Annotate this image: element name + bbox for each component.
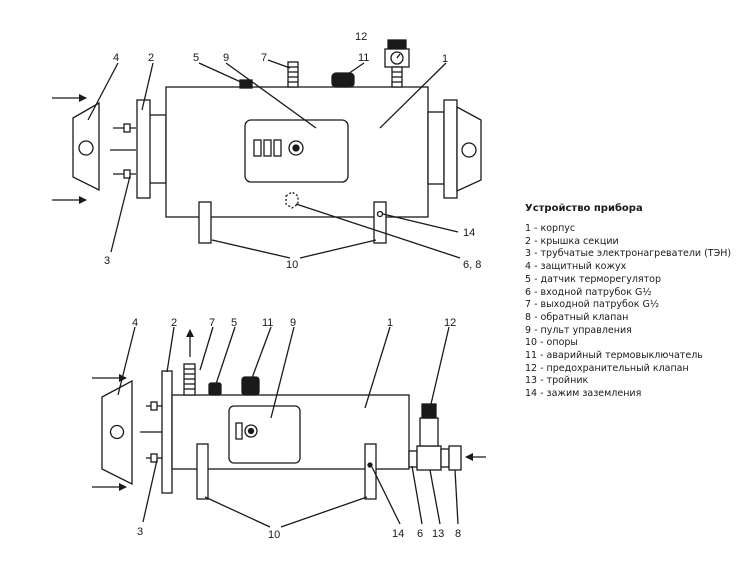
- emergency-thermoswitch: [331, 72, 355, 88]
- legend-item: 10 - опоры: [525, 337, 578, 349]
- inlet-pipe-2: [408, 450, 418, 468]
- check-valve: [440, 445, 462, 471]
- bottom-view: [92, 326, 486, 528]
- bottom-label-8: 8: [455, 528, 461, 540]
- bottom-label-3: 3: [137, 526, 143, 538]
- tee-fitting: [416, 403, 442, 471]
- section-cover-2: [161, 370, 173, 494]
- support-left-2: [196, 443, 209, 500]
- support-right: [373, 201, 387, 244]
- legend-item: 6 - входной патрубок G½: [525, 286, 652, 298]
- legend-item: 13 - тройник: [525, 375, 589, 387]
- legend-item: 14 - зажим заземления: [525, 388, 642, 400]
- top-label-1: 1: [442, 53, 448, 65]
- safety-valve: [384, 39, 410, 88]
- bottom-label-1: 1: [387, 317, 393, 329]
- top-label-6-8: 6, 8: [463, 259, 481, 271]
- legend-item: 3 - трубчатые электронагреватели (ТЭН): [525, 248, 732, 260]
- bottom-label-9: 9: [290, 317, 296, 329]
- bottom-label-10: 10: [268, 529, 280, 541]
- outlet-pipe: [287, 61, 299, 88]
- bottom-label-5: 5: [231, 317, 237, 329]
- bottom-label-11: 11: [262, 317, 273, 329]
- bottom-label-6: 6: [417, 528, 423, 540]
- legend-item: 11 - аварийный термовыключатель: [525, 350, 703, 362]
- legend-item: 12 - предохранительный клапан: [525, 362, 689, 374]
- top-label-11: 11: [358, 52, 369, 64]
- protective-cover-2: [101, 379, 133, 486]
- top-view: [52, 39, 482, 259]
- bottom-label-14: 14: [392, 528, 404, 540]
- top-view-numbers: 1 2 3 4 5 7 9 10 11 12 14 6, 8: [104, 31, 481, 271]
- legend-item: 4 - защитный кожух: [525, 261, 627, 273]
- inlet-hex-fitting: [285, 191, 299, 209]
- section-cover: [136, 99, 151, 199]
- legend-title: Устройство прибора: [525, 203, 643, 214]
- top-label-10: 10: [286, 259, 298, 271]
- ground-clamp-2: [367, 462, 373, 468]
- bottom-label-12: 12: [444, 317, 456, 329]
- legend-item: 2 - крышка секции: [525, 235, 619, 247]
- legend-list: 1 - корпус 2 - крышка секции 3 - трубчат…: [525, 223, 750, 401]
- bottom-label-2: 2: [171, 317, 177, 329]
- legend-item: 5 - датчик терморегулятор: [525, 273, 662, 285]
- top-label-9: 9: [223, 52, 229, 64]
- thermo-sensor-2: [208, 382, 222, 396]
- support-right-2: [364, 443, 377, 500]
- bottom-label-7: 7: [209, 317, 215, 329]
- protective-cover: [72, 101, 100, 192]
- top-label-12: 12: [355, 31, 367, 43]
- emergency-thermoswitch-2: [241, 376, 260, 396]
- bottom-view-numbers: 1 2 3 4 5 6 7 8 9 10 11 12 13 14: [132, 317, 461, 541]
- legend-item: 1 - корпус: [525, 223, 576, 234]
- bottom-label-4: 4: [132, 317, 138, 329]
- legend-item: 8 - обратный клапан: [525, 311, 629, 323]
- top-label-2: 2: [148, 52, 154, 64]
- top-label-7: 7: [261, 52, 267, 64]
- legend-item: 9 - пульт управления: [525, 324, 632, 336]
- parts-legend: Устройство прибора 1 - корпус 2 - крышка…: [525, 203, 750, 401]
- control-panel-2: [228, 405, 301, 464]
- legend-item: 7 - выходной патрубок G½: [525, 299, 660, 311]
- top-label-3: 3: [104, 255, 110, 267]
- ground-clamp: [376, 210, 384, 218]
- top-label-4: 4: [113, 52, 119, 64]
- support-left: [198, 201, 212, 244]
- top-label-5: 5: [193, 52, 199, 64]
- top-label-14: 14: [463, 227, 475, 239]
- thermo-sensor: [239, 79, 253, 89]
- bottom-label-13: 13: [432, 528, 444, 540]
